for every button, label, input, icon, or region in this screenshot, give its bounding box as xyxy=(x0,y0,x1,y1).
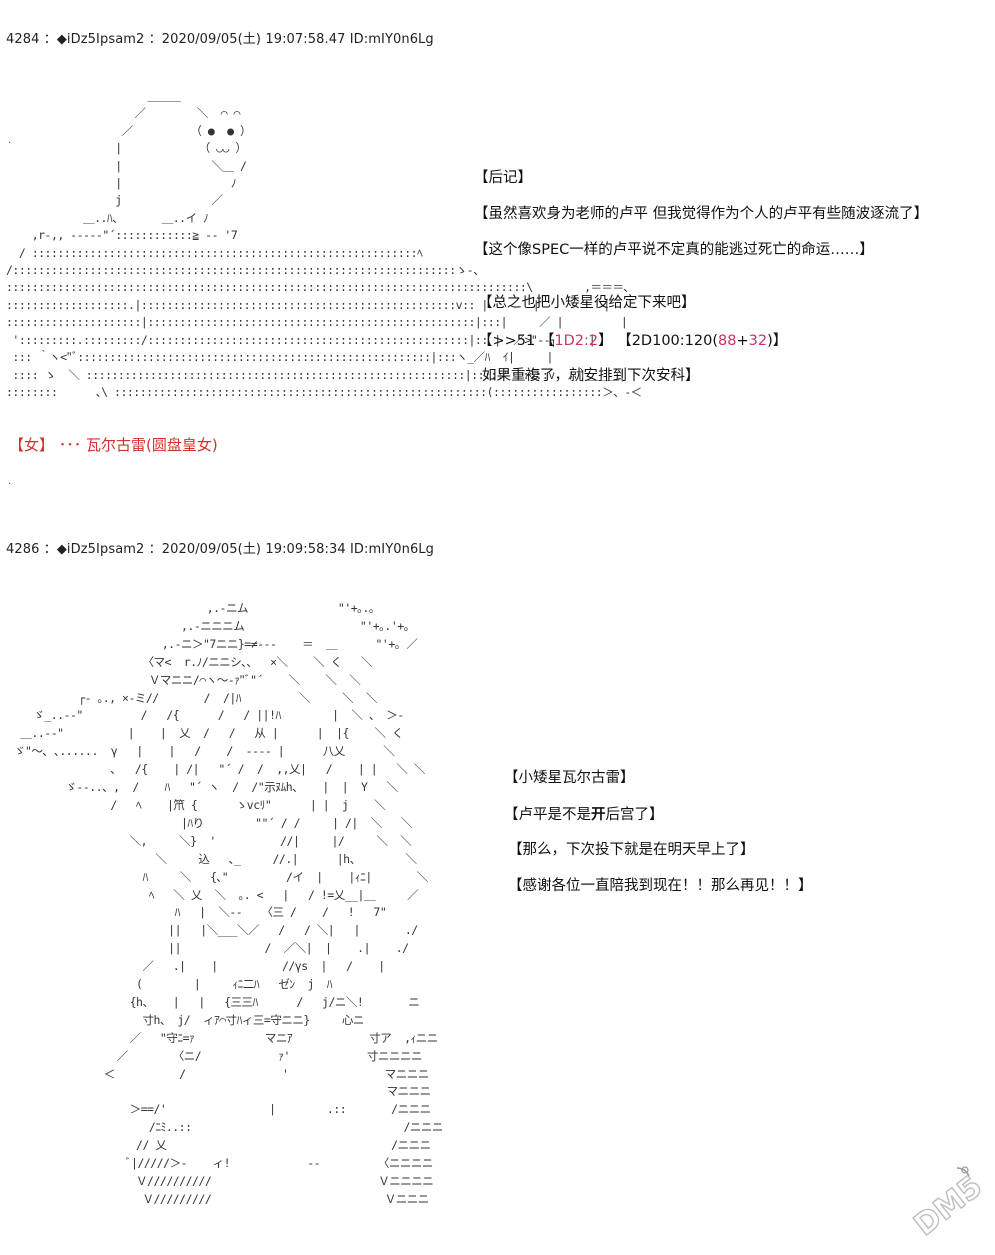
dialogue-text: 【卢平是不是 xyxy=(504,807,591,823)
dialogue-emphasis: 开 xyxy=(591,807,606,823)
dice-plus: + xyxy=(736,333,749,349)
dm5-watermark-logo: DM5 xyxy=(907,1166,989,1244)
post-header-4286: 4286 ：◆iDz5Ipsam2 ：2020/09/05(土) 19:09:5… xyxy=(6,542,435,557)
dice-roll-1d2: 1D2:2 xyxy=(554,333,599,349)
dialogue-line: 【总之也把小矮星役给定下来吧】 xyxy=(478,295,696,311)
dialogue-line: 【虽然喜欢身为老师的卢平 但我觉得作为个人的卢平有些随波逐流了】 xyxy=(474,206,929,222)
ascii-art-valkyrie-figure: ,.-ニム "'+｡.｡ ,.-ニニニム "'+｡.'+｡ ,.-ニ＞"7ニニ}… xyxy=(14,601,443,1206)
dice-suffix: )】 xyxy=(767,333,788,349)
dice-roll-value-b: 32 xyxy=(748,333,768,349)
ascii-art-muscle-figure: ＿＿＿ ／ ＼ ⌒ ⌒ ／ （ ● ● ） | （ ◡◡ ） | ＼＿ / | … xyxy=(6,89,642,399)
dialogue-line: 如果重複了，就安排到下次安科】 xyxy=(482,368,700,384)
watermark-text: DM5 xyxy=(908,1169,989,1243)
dice-mid: 】 【2D100:120( xyxy=(598,333,718,349)
dice-prefix: 【>>51 【 xyxy=(478,333,555,349)
role-result-caption: 【女】 ･･･ 瓦尔古雷(圆盘皇女) xyxy=(9,436,218,454)
post-header-4284: 4284 ：◆iDz5Ipsam2 ：2020/09/05(土) 19:07:5… xyxy=(6,32,434,47)
dialogue-line: 【那么，下次投下就是在明天早上了】 xyxy=(508,842,755,858)
dialogue-line: 【小矮星瓦尔古雷】 xyxy=(504,770,635,786)
separator-dot: . xyxy=(8,135,12,146)
dialogue-line: 【感谢各位一直陪我到现在！！那么再见！！】 xyxy=(508,878,813,894)
dice-roll-line: 【>>51 【1D2:2】 【2D100:120(88+32)】 xyxy=(478,329,787,350)
dialogue-text: 后宫了】 xyxy=(605,807,664,823)
dice-roll-value-a: 88 xyxy=(718,333,737,349)
separator-dot: . xyxy=(8,476,12,487)
afterword-title: 【后记】 xyxy=(474,170,532,186)
dialogue-line: 【卢平是不是开后宫了】 xyxy=(504,803,664,824)
dialogue-line: 【这个像SPEC一样的卢平说不定真的能逃过死亡的命运……】 xyxy=(474,242,874,258)
